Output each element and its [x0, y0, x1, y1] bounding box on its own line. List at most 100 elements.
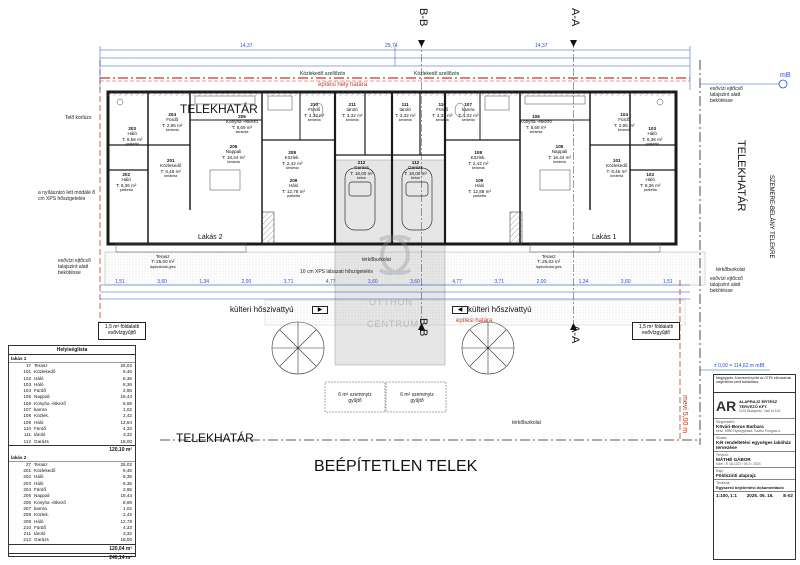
- room-no: 106: [532, 114, 540, 119]
- room-floor: kerámia: [398, 118, 412, 123]
- room-area: T: 4,33 m²: [432, 112, 453, 118]
- room-number-cell: 212: [23, 537, 31, 543]
- room-number-cell: 110: [23, 425, 31, 431]
- room-floor: kerámia: [435, 118, 449, 123]
- room-area-cell: 18,44: [120, 493, 133, 499]
- room-name-cell: Háló: [34, 480, 44, 486]
- room-name: Terasz: [542, 254, 556, 259]
- paving-label-top: térkőburkolat: [362, 257, 391, 263]
- room-name-cell: Közlekedő: [34, 468, 56, 474]
- rain-collector-right: 1,5 m³ földalatti esővízgyűjtő: [632, 322, 680, 340]
- room-name-cell: Háló: [34, 474, 44, 480]
- room-area: T: 3,32 m²: [342, 112, 363, 118]
- room-floor: kerámia: [610, 174, 624, 179]
- room-floor: parketta: [472, 194, 486, 199]
- room-no: 206: [238, 114, 246, 119]
- mb-label: mB: [780, 72, 791, 79]
- room-name: Háló: [645, 177, 655, 183]
- room-name: Közlek.: [284, 155, 300, 161]
- heat-pump-left: külteri hőszivattyú: [230, 305, 294, 314]
- dimension-bottom-value: 4,77: [325, 279, 336, 285]
- project-name: Két rendeltetési egységes lakóház tervez…: [716, 440, 791, 450]
- room-number-cell: 207: [23, 505, 31, 511]
- room-floor: kerámia: [227, 160, 240, 165]
- room-number-cell: 204: [23, 487, 31, 493]
- designer-name: MÁTHÉ GÁBOR: [716, 457, 751, 462]
- room-name: tároló: [399, 107, 411, 113]
- room-floor: kerámia: [235, 130, 249, 135]
- elevation-label: ± 0,00 = 114,62 m mBf.: [714, 363, 766, 369]
- room-name-cell: tároló: [34, 531, 46, 537]
- room-area: T: 8,36 m²: [640, 182, 661, 188]
- room-name: Konyha -étkező: [226, 119, 258, 125]
- area-grand-total: 240,14 m²: [9, 552, 135, 562]
- room-number-cell: 210: [23, 524, 31, 530]
- gravel-collector-2: 6 m² szemmyiz gyűjtő: [400, 392, 434, 404]
- room-name: Közlekedő: [160, 163, 182, 169]
- room-name-cell: Fürdő: [34, 388, 47, 394]
- room-no: 102: [646, 172, 655, 177]
- room-floor: parketta: [645, 142, 659, 147]
- room-floor: kerámia: [285, 166, 299, 171]
- room-no: 112: [411, 160, 420, 165]
- room-floor: parketta: [643, 188, 657, 193]
- trees: [271, 321, 515, 375]
- scale: 1:100, 1:1: [716, 493, 737, 498]
- room-number-cell: 107: [23, 407, 31, 413]
- room-number-cell: 17: [25, 363, 31, 368]
- dimension-lines-top: [99, 46, 691, 90]
- room-area: T: 8,36 m²: [642, 136, 663, 142]
- dimension-bottom-value: 3,60: [410, 279, 420, 285]
- room-name: Közlek.: [470, 155, 486, 161]
- paving-strip: [104, 251, 706, 286]
- room-area: T: 25,00 m²: [151, 259, 175, 265]
- room-area-cell: 25,02: [120, 461, 133, 467]
- project-label: Munka:: [716, 436, 728, 440]
- room-area: T: 2,42 m²: [468, 160, 489, 166]
- room-area-cell: 8,36: [123, 381, 132, 387]
- room-area-cell: 8,36: [123, 480, 132, 486]
- room-name-cell: kamra: [34, 505, 47, 511]
- property-line-top-label: TELEKHATÁR: [180, 102, 258, 116]
- room-area: T: 18,44 m²: [548, 154, 571, 160]
- room-name: Közlekedő: [606, 163, 628, 169]
- room-no: 202: [122, 172, 131, 177]
- building-line-top-label: építési hely határa: [318, 82, 368, 88]
- room-area-cell: 2,95: [123, 388, 132, 394]
- room-floor: kerámia: [617, 128, 631, 133]
- paving-label-bottom: térkőburkolat: [512, 420, 541, 426]
- room-area: T: 2,95 m²: [162, 122, 183, 128]
- room-name-cell: Háló: [34, 518, 44, 524]
- room-name: Terasz: [156, 254, 170, 259]
- room-floor: lapburkolat gres: [150, 264, 176, 269]
- dim-top-right: 14,37: [535, 43, 548, 49]
- client-address: Hrsz. 6980 Nyíregyháza, Szabó Pongrác u.: [716, 429, 782, 433]
- right-note-1: esővízi ejtőcső talajszint alatt bekötés…: [710, 86, 743, 104]
- room-area-cell: 6,46: [123, 468, 132, 474]
- room-area: T: 2,95 m²: [614, 122, 635, 128]
- room-no: 101: [612, 158, 621, 163]
- room-no: 208: [288, 150, 297, 155]
- drawing-name: Földszinti alaprajz: [716, 473, 756, 478]
- room-area-cell: 2,42: [123, 413, 132, 419]
- room-no: 205: [229, 144, 238, 149]
- room-no: 212: [357, 160, 366, 165]
- room-name-cell: Garázs: [34, 537, 49, 543]
- heat-pump-right: külteri hőszivattyú: [468, 305, 532, 314]
- ventilation-note-2: Közlekedő szellőzés: [414, 71, 460, 77]
- room-name: Háló: [474, 183, 485, 189]
- phase-name: Egyszerű bejelentési dokumentáció: [716, 485, 784, 490]
- room-area: T: 12,78 m²: [282, 188, 305, 194]
- ventilation-note-1: Közlekedő szellőzés: [300, 71, 346, 77]
- room-area: T: 8,69 m²: [525, 124, 547, 130]
- room-area-cell: 18,00: [120, 537, 133, 543]
- left-note-2: a nyílászáró lett módálé 8 cm XPS hőszig…: [38, 190, 95, 202]
